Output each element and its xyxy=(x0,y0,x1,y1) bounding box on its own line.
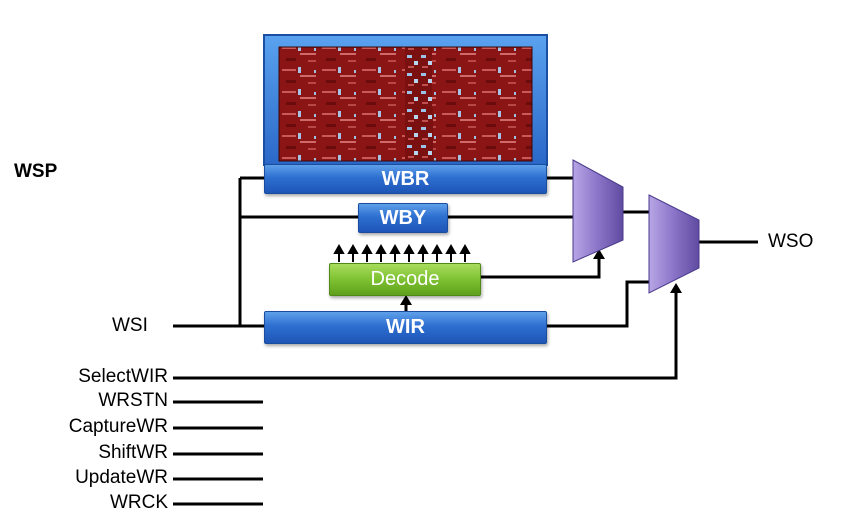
arrow-up-icon xyxy=(361,243,373,262)
arrow-up-icon xyxy=(347,243,359,262)
arrow-up-icon xyxy=(431,243,443,262)
wbr-label: WBR xyxy=(381,168,430,190)
arrow-heads xyxy=(400,249,682,305)
mux1-select-arrow-icon xyxy=(593,249,605,259)
arrow-up-icon xyxy=(403,243,415,262)
decode-output-arrows xyxy=(333,243,471,262)
input-shiftwr-label: ShiftWR xyxy=(98,442,168,463)
mux2-select-arrow-icon xyxy=(670,283,682,293)
decode-label: Decode xyxy=(370,268,440,290)
wir-to-decode-arrow-icon xyxy=(400,295,412,305)
wir-label: WIR xyxy=(386,316,425,338)
arrow-up-icon xyxy=(417,243,429,262)
diagram-title: WSP xyxy=(14,161,58,182)
arrow-up-icon xyxy=(445,243,457,262)
input-updatewr-label: UpdateWR xyxy=(75,467,168,488)
arrow-up-icon xyxy=(333,243,345,262)
wso-label: WSO xyxy=(768,231,814,252)
wir-block: WIR xyxy=(264,311,547,344)
wsi-label: WSI xyxy=(112,315,148,336)
wby-label: WBY xyxy=(379,207,427,229)
input-wrstn-label: WRSTN xyxy=(98,390,168,411)
input-capturewr-label: CaptureWR xyxy=(68,416,168,437)
wby-block: WBY xyxy=(358,203,448,233)
decode-block: Decode xyxy=(329,263,481,296)
input-selectwir-label: SelectWIR xyxy=(78,366,168,387)
arrow-up-icon xyxy=(375,243,387,262)
arrow-up-icon xyxy=(459,243,471,262)
mux-1-icon xyxy=(572,159,624,263)
mux-2-icon xyxy=(648,194,700,294)
wbr-block: WBR xyxy=(264,164,547,194)
input-wrck-label: WRCK xyxy=(109,492,168,513)
arrow-up-icon xyxy=(389,243,401,262)
chip-die-image xyxy=(263,34,548,166)
wires xyxy=(173,176,758,506)
